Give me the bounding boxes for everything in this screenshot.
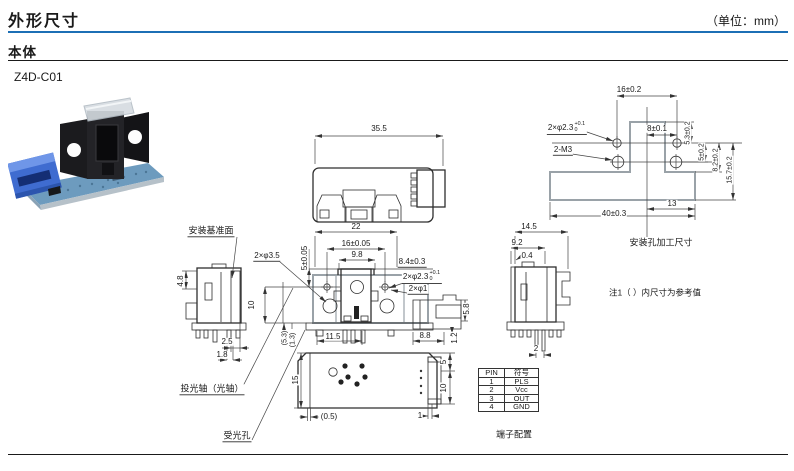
dim-16: 16±0.05 [340, 238, 372, 249]
dim-16-mount: 16±0.2 [615, 84, 643, 95]
view-right [506, 261, 571, 352]
dims-mounting [549, 94, 736, 220]
dim-2-pitch: 2 [532, 343, 540, 354]
label-mounting-holes: 安装孔加工尺寸 [628, 237, 694, 248]
dim-8-8: 8.8 [418, 330, 432, 341]
view-front [305, 268, 462, 344]
dim-8-mount: 8±0.1 [646, 123, 668, 134]
dim-5-3-mount: 5.3±0.2 [684, 120, 692, 146]
dim-5-bottom: 5 [438, 358, 449, 366]
page-title: 外形尺寸 [8, 13, 81, 30]
dim-5-3: (5.3) [281, 329, 289, 347]
dim-5-mount: 5±0.2 [698, 142, 706, 162]
dim-8-4: 8.4±0.3 [397, 257, 427, 269]
dim-0-4: 0.4 [520, 250, 534, 261]
dim-0-5: (0.5) [319, 411, 339, 422]
label-terminal-config: 端子配置 [494, 429, 534, 440]
view-top [312, 167, 446, 223]
dim-4-8: 4.8 [175, 274, 186, 288]
dim-2-m3: 2-M3 [552, 145, 574, 157]
dim-1-bottom: 1 [416, 410, 424, 421]
pin-table-header: PIN [478, 368, 505, 378]
dims-bottom [239, 287, 455, 441]
dim-1-3: (1.3) [289, 331, 297, 349]
dim-35-5: 35.5 [370, 123, 388, 134]
section-title: 本体 [8, 45, 37, 60]
dim-40-mount: 40±0.3 [600, 208, 628, 219]
note-1: 注1（ ）内尺寸为参考值 [607, 287, 703, 298]
dim-13-mount: 13 [666, 198, 678, 209]
dim-14-5: 14.5 [520, 221, 538, 232]
dim-9-8: 9.8 [350, 249, 364, 260]
view-left [185, 263, 247, 343]
section-rule [8, 60, 788, 61]
dim-10-front: 10 [246, 299, 257, 311]
dim-15: 15 [290, 374, 301, 386]
view-bottom [297, 352, 442, 409]
dim-9-2: 9.2 [510, 237, 524, 248]
pin-table-cell: 2 [478, 385, 505, 395]
pin-table-cell: 4 [478, 402, 505, 412]
pin-table-cell: GND [504, 402, 539, 412]
dims-top [314, 134, 444, 166]
pin-table-cell: Vcc [504, 385, 539, 395]
dim-8-2-mount: 8.2±0.2 [712, 147, 720, 173]
dim-11-5: 11.5 [324, 331, 342, 342]
dims-front [263, 230, 468, 345]
label-receiver-hole: 受光孔 [222, 430, 252, 443]
unit-label: （单位：mm） [706, 14, 786, 28]
dim-10-bottom: 10 [438, 382, 449, 394]
product-photo [8, 97, 164, 210]
dims-right [510, 230, 569, 358]
label-mounting-ref: 安装基准面 [187, 225, 235, 238]
dim-22: 22 [350, 221, 362, 232]
dim-5-8: 5.8 [461, 302, 472, 316]
pin-table-header: 符号 [504, 368, 539, 378]
label-emitter-axis: 投光轴（光轴） [179, 383, 245, 396]
dim-5: 5±0.05 [299, 244, 310, 272]
dim-2xphi3-5: 2×φ3.5 [253, 251, 281, 263]
header-rule [8, 31, 788, 33]
dim-15-7-mount: 15.7±0.2 [726, 155, 734, 185]
dim-2xphi1: 2×φ1 [407, 284, 429, 296]
dim-1-2: 1.2 [449, 331, 460, 345]
model-label: Z4D-C01 [14, 70, 63, 84]
dims-left [182, 236, 249, 362]
dim-2-5: 2.5 [220, 336, 234, 347]
dim-1-8: 1.8 [215, 349, 229, 360]
bottom-rule [8, 454, 788, 455]
